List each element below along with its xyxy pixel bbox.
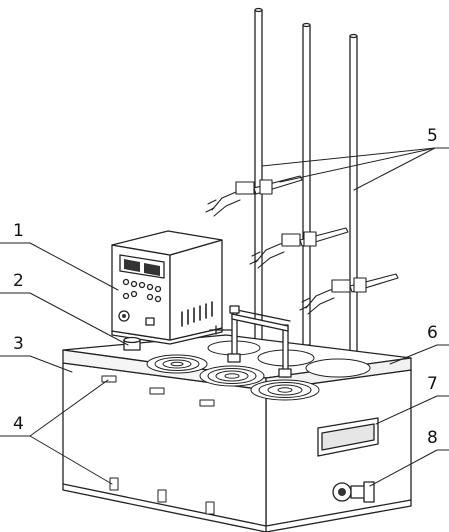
callout-1: 1 xyxy=(13,221,24,241)
fasteners xyxy=(101,375,215,515)
temperature-probe xyxy=(123,336,141,351)
control-unit xyxy=(111,230,233,345)
callout-6: 6 xyxy=(427,323,438,343)
clamps xyxy=(205,175,399,315)
callout-8: 8 xyxy=(427,428,438,448)
callout-4: 4 xyxy=(13,414,24,434)
callout-3: 3 xyxy=(13,334,24,354)
callout-2: 2 xyxy=(13,271,24,291)
leader-lines xyxy=(0,147,449,487)
drain-valve xyxy=(332,481,375,503)
callout-5: 5 xyxy=(427,126,438,146)
callout-7: 7 xyxy=(427,374,438,394)
stirrer-frame xyxy=(227,305,292,378)
side-handle xyxy=(317,417,379,457)
